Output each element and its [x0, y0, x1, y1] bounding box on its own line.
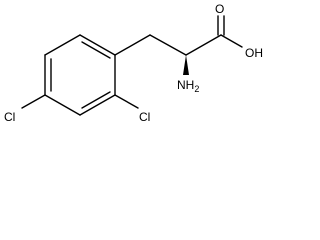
amine-nh: NH	[177, 78, 194, 92]
ring-bond-upper-left	[44, 34, 81, 56]
hydroxyl-label: OH	[245, 46, 263, 60]
molecule-drawing: Cl Cl O OH NH2	[4, 2, 263, 124]
bond-ch2-to-alpha	[149, 34, 187, 56]
carbonyl-oxygen-label: O	[215, 2, 224, 16]
ring-bond-lower-right	[79, 94, 116, 116]
cl-ortho-label: Cl	[139, 110, 150, 124]
amine-subscript: 2	[194, 84, 199, 94]
ring-bond-lower-left	[44, 94, 81, 116]
bond-ring-to-ch2	[114, 34, 151, 56]
ring-bond-top-inner	[81, 41, 111, 59]
bond-alpha-to-carboxyl	[185, 34, 222, 56]
ring-bond-lower-right-inner	[81, 91, 111, 109]
bond-to-cl-ortho	[114, 94, 139, 109]
wedge-bond-to-amine	[183, 55, 189, 75]
bond-to-hydroxyl	[220, 34, 243, 48]
amine-label: NH2	[177, 78, 199, 94]
cl-para-label: Cl	[4, 110, 15, 124]
ring-bond-top	[79, 34, 116, 56]
structure-canvas: Cl Cl O OH NH2	[0, 0, 274, 137]
bond-to-cl-para	[21, 94, 46, 109]
